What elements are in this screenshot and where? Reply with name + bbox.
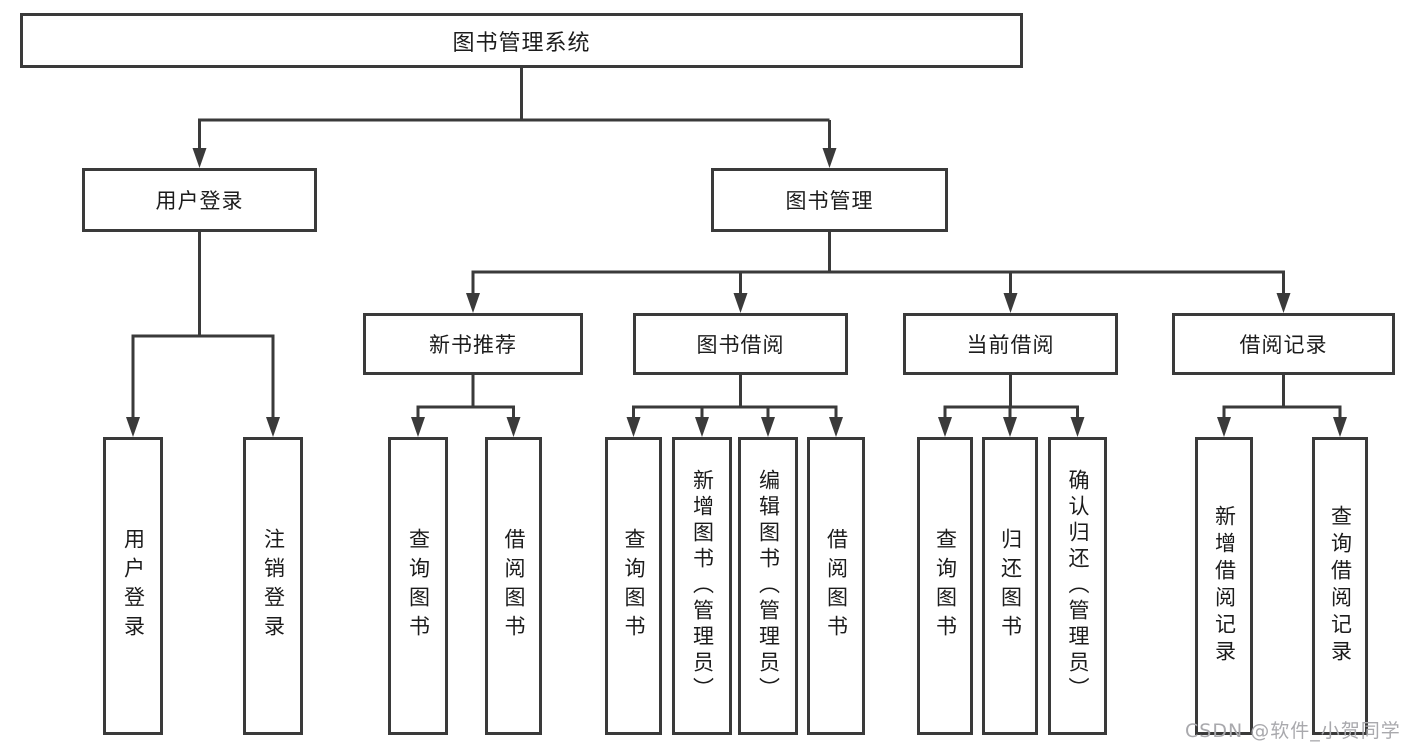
node-root-system: 图书管理系统 (20, 13, 1023, 68)
node-label: 查询借阅记录 (1328, 505, 1353, 667)
node-new-book-recommend: 新书推荐 (363, 313, 583, 375)
node-label: 归还图书 (998, 528, 1023, 644)
node-label: 编辑图书（管理员） (756, 469, 781, 703)
node-current-borrowing: 当前借阅 (903, 313, 1118, 375)
node-label: 用户登录 (121, 528, 146, 644)
node-label: 图书管理 (785, 189, 874, 213)
leaf-logout: 注销登录 (243, 437, 303, 735)
leaf-query-borrow-record: 查询借阅记录 (1312, 437, 1368, 735)
node-label: 确认归还（管理员） (1066, 469, 1090, 703)
leaf-query-books-2: 查询图书 (605, 437, 662, 735)
node-label: 图书管理系统 (452, 30, 591, 56)
leaf-return-books: 归还图书 (982, 437, 1038, 735)
node-label: 新书推荐 (429, 333, 517, 357)
leaf-user-login: 用户登录 (103, 437, 163, 735)
leaf-add-borrow-record: 新增借阅记录 (1195, 437, 1253, 735)
node-label: 借阅图书 (824, 528, 849, 644)
leaf-query-books-1: 查询图书 (388, 437, 448, 735)
node-book-management: 图书管理 (711, 168, 948, 232)
node-label: 当前借阅 (966, 333, 1055, 357)
node-user-login: 用户登录 (82, 168, 317, 232)
leaf-query-books-3: 查询图书 (917, 437, 973, 735)
arrowheads (126, 148, 1347, 437)
leaf-borrow-books-2: 借阅图书 (807, 437, 865, 735)
node-label: 新增借阅记录 (1212, 505, 1237, 667)
node-label: 查询图书 (622, 528, 646, 644)
leaf-borrow-books-1: 借阅图书 (485, 437, 542, 735)
node-label: 新增图书（管理员） (690, 469, 715, 703)
node-borrow-records: 借阅记录 (1172, 313, 1395, 375)
node-label: 借阅记录 (1239, 333, 1328, 357)
node-label: 查询图书 (933, 528, 958, 644)
node-label: 注销登录 (261, 528, 286, 644)
node-label: 借阅图书 (502, 528, 526, 644)
leaf-add-book-admin: 新增图书（管理员） (672, 437, 732, 735)
csdn-watermark: CSDN @软件_小贺同学 (1185, 720, 1401, 742)
node-book-borrowing: 图书借阅 (633, 313, 848, 375)
node-label: 查询图书 (406, 528, 431, 644)
node-label: 用户登录 (155, 189, 244, 213)
leaf-edit-book-admin: 编辑图书（管理员） (738, 437, 798, 735)
node-label: 图书借阅 (696, 333, 785, 357)
leaf-confirm-return-admin: 确认归还（管理员） (1048, 437, 1107, 735)
